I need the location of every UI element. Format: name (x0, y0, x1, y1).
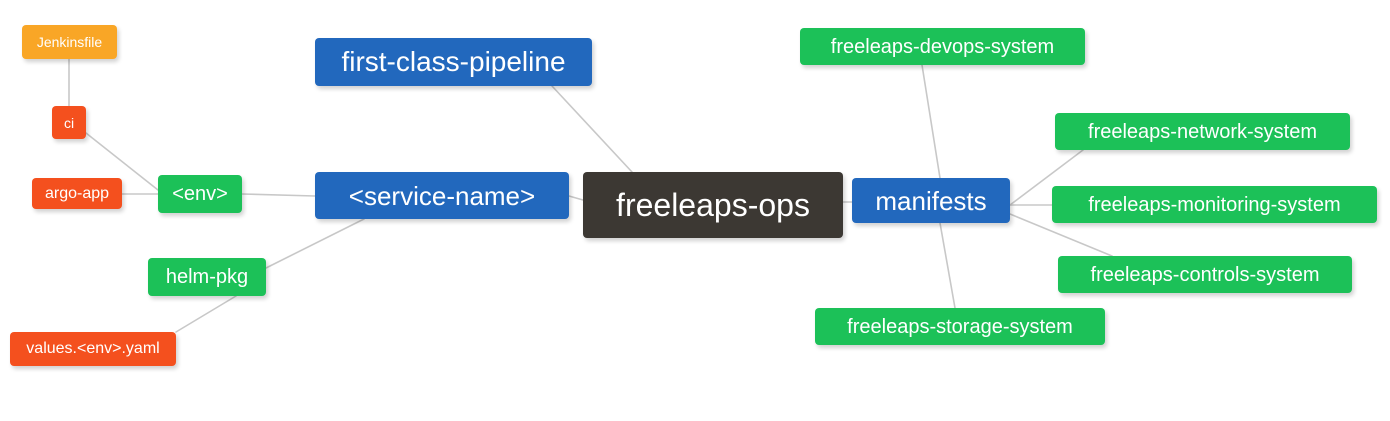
mindmap-node-controls-system[interactable]: freeleaps-controls-system (1058, 256, 1352, 293)
mindmap-node-service-name[interactable]: <service-name> (315, 172, 569, 219)
mindmap-node-label: manifests (875, 185, 987, 216)
mindmap-node-storage-system[interactable]: freeleaps-storage-system (815, 308, 1105, 345)
edge-manifests-to-devops-system (921, 64, 941, 179)
mindmap-node-devops-system[interactable]: freeleaps-devops-system (800, 28, 1085, 65)
mindmap-node-monitoring-system[interactable]: freeleaps-monitoring-system (1052, 186, 1377, 223)
mindmap-node-manifests[interactable]: manifests (852, 178, 1010, 223)
mindmap-node-label: argo-app (44, 184, 110, 202)
edge-manifests-to-storage-system (939, 222, 956, 309)
mindmap-node-label: freeleaps-devops-system (830, 35, 1055, 58)
mindmap-node-label: <env> (172, 183, 228, 205)
mindmap-node-label: freeleaps-monitoring-system (1088, 193, 1341, 216)
mindmap-node-label: freeleaps-storage-system (847, 315, 1073, 338)
mindmap-node-values-yaml[interactable]: values.<env>.yaml (10, 332, 176, 366)
mindmap-node-label: values.<env>.yaml (26, 340, 160, 357)
mindmap-node-label: freeleaps-ops (616, 187, 810, 223)
mindmap-node-first-class-pipeline[interactable]: first-class-pipeline (315, 38, 592, 86)
mindmap-node-ci[interactable]: ci (52, 106, 86, 139)
edge-values-yaml-to-helm-pkg (175, 295, 237, 333)
edge-first-class-pipeline-to-freeleaps-ops (551, 85, 633, 173)
edge-env-to-service-name (241, 193, 316, 197)
mindmap-node-label: freeleaps-controls-system (1090, 263, 1320, 286)
mindmap-node-argo-app[interactable]: argo-app (32, 178, 122, 209)
mindmap-node-label: <service-name> (348, 180, 536, 211)
edge-helm-pkg-to-service-name (265, 218, 365, 269)
edge-service-name-to-freeleaps-ops (568, 195, 584, 201)
mindmap-node-helm-pkg[interactable]: helm-pkg (148, 258, 266, 296)
mindmap-node-env[interactable]: <env> (158, 175, 242, 213)
mindmap-node-network-system[interactable]: freeleaps-network-system (1055, 113, 1350, 150)
mindmap-node-label: ci (63, 114, 75, 131)
mindmap-node-jenkinsfile[interactable]: Jenkinsfile (22, 25, 117, 59)
mindmap-node-label: freeleaps-network-system (1088, 120, 1317, 143)
mindmap-node-label: first-class-pipeline (341, 46, 566, 77)
mindmap-node-label: Jenkinsfile (36, 34, 103, 50)
mindmap-node-freeleaps-ops[interactable]: freeleaps-ops (583, 172, 843, 238)
mindmap-node-label: helm-pkg (165, 266, 249, 288)
